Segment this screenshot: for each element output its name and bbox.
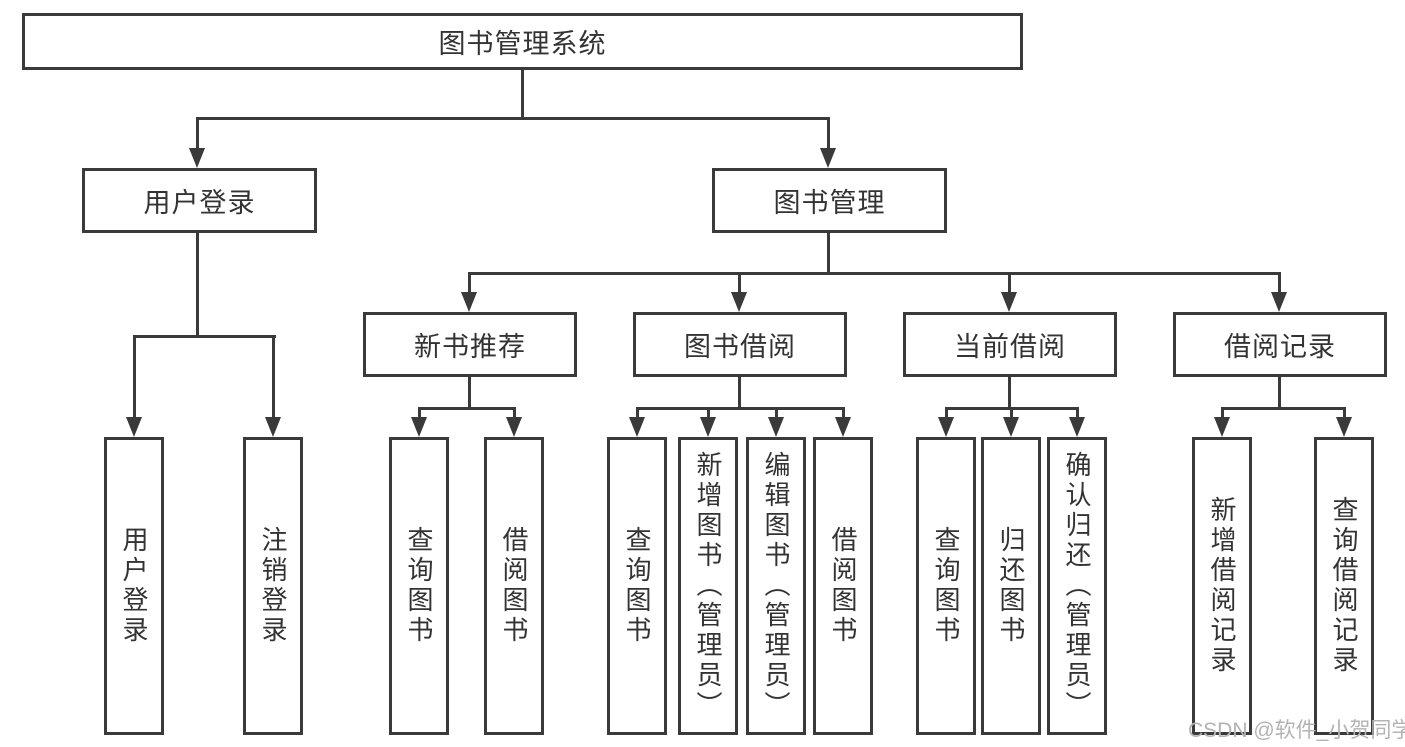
leaf-borrow-books-1: 借阅图书 (484, 437, 544, 735)
arrowhead-down-icon (411, 417, 427, 437)
leaf-label: 新增图书（管理员） (693, 451, 723, 721)
connector-arrow-stem (827, 117, 830, 150)
leaf-label: 查询图书 (931, 526, 961, 646)
leaf-query-books-3: 查询图书 (916, 437, 976, 735)
connector-arrow-stem (468, 272, 471, 294)
connector-section-stem (738, 375, 741, 409)
arrowhead-down-icon (126, 417, 142, 437)
leaf-logout: 注销登录 (243, 437, 303, 735)
arrowhead-down-icon (1271, 292, 1287, 312)
connector-arrow-stem (513, 407, 516, 419)
connector-book-mgmt-stem (827, 231, 830, 274)
connector-root-stem (521, 69, 524, 118)
leaf-label: 用户登录 (119, 526, 149, 646)
connector-arrow-stem (842, 407, 845, 419)
arrowhead-down-icon (1214, 417, 1230, 437)
arrowhead-down-icon (265, 417, 281, 437)
node-current-borrow: 当前借阅 (903, 312, 1117, 377)
leaf-query-books-2: 查询图书 (607, 437, 667, 735)
leaf-query-borrow-record: 查询借阅记录 (1314, 437, 1374, 735)
arrowhead-down-icon (731, 292, 747, 312)
connector-arrow-stem (133, 335, 136, 419)
connector-arrow-stem (636, 407, 639, 419)
leaf-edit-books-admin: 编辑图书（管理员） (746, 437, 806, 735)
leaf-user-login: 用户登录 (104, 437, 164, 735)
connector-section-stem (468, 375, 471, 409)
leaf-label: 确认归还（管理员） (1062, 451, 1092, 721)
connector-arrow-stem (418, 407, 421, 419)
arrowhead-down-icon (1336, 417, 1352, 437)
connector-group-bar (636, 407, 844, 410)
leaf-add-borrow-record: 新增借阅记录 (1192, 437, 1252, 735)
arrowhead-down-icon (461, 292, 477, 312)
leaf-add-books-admin: 新增图书（管理员） (678, 437, 738, 735)
leaf-query-books-1: 查询图书 (389, 437, 449, 735)
leaf-confirm-return-admin: 确认归还（管理员） (1047, 437, 1107, 735)
node-book-borrow: 图书借阅 (633, 312, 847, 377)
connector-arrow-stem (775, 407, 778, 419)
connector-section-stem (1278, 375, 1281, 409)
arrowhead-down-icon (1069, 417, 1085, 437)
arrowhead-down-icon (1001, 292, 1017, 312)
arrowhead-down-icon (506, 417, 522, 437)
leaf-label: 借阅图书 (828, 526, 858, 646)
arrowhead-down-icon (189, 148, 205, 168)
watermark: CSDN @软件_小贺同学 (1188, 719, 1405, 742)
node-root: 图书管理系统 (22, 13, 1023, 70)
arrowhead-down-icon (700, 417, 716, 437)
connector-arrow-stem (1008, 272, 1011, 294)
connector-arrow-stem (1076, 407, 1079, 419)
connector-arrow-stem (707, 407, 710, 419)
leaf-borrow-books-2: 借阅图书 (813, 437, 873, 735)
connector-level2-bar (468, 272, 1281, 275)
node-book-management: 图书管理 (712, 168, 947, 233)
leaf-label: 查询图书 (622, 526, 652, 646)
leaf-label: 借阅图书 (499, 526, 529, 646)
connector-arrow-stem (1010, 407, 1013, 419)
connector-arrow-stem (1343, 407, 1346, 419)
arrowhead-down-icon (629, 417, 645, 437)
connector-arrow-stem (738, 272, 741, 294)
node-new-book-recommend: 新书推荐 (363, 312, 577, 377)
arrowhead-down-icon (938, 417, 954, 437)
leaf-label: 注销登录 (258, 526, 288, 646)
arrowhead-down-icon (820, 148, 836, 168)
leaf-label: 新增借阅记录 (1207, 496, 1237, 676)
connector-level1-bar (196, 117, 830, 120)
leaf-label: 归还图书 (996, 526, 1026, 646)
arrowhead-down-icon (835, 417, 851, 437)
leaf-return-books: 归还图书 (981, 437, 1041, 735)
connector-group-bar (418, 407, 516, 410)
arrowhead-down-icon (1003, 417, 1019, 437)
connector-arrow-stem (945, 407, 948, 419)
node-user-login: 用户登录 (82, 168, 317, 233)
arrowhead-down-icon (768, 417, 784, 437)
connector-arrow-stem (1278, 272, 1281, 294)
connector-arrow-stem (272, 335, 275, 419)
node-borrow-records: 借阅记录 (1173, 312, 1387, 377)
connector-user-login-bar (133, 335, 276, 338)
leaf-label: 查询借阅记录 (1329, 496, 1359, 676)
connector-group-bar (1221, 407, 1346, 410)
leaf-label: 编辑图书（管理员） (761, 451, 791, 721)
connector-user-login-stem (196, 231, 199, 337)
connector-section-stem (1008, 375, 1011, 409)
connector-arrow-stem (1221, 407, 1224, 419)
leaf-label: 查询图书 (404, 526, 434, 646)
connector-arrow-stem (196, 117, 199, 150)
